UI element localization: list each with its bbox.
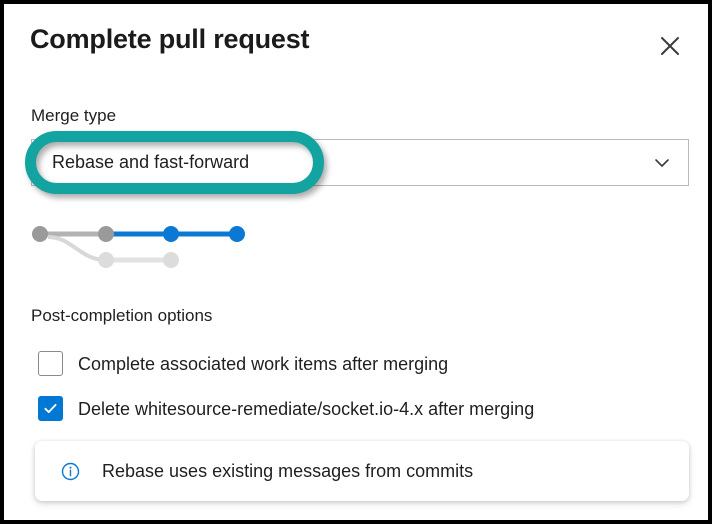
close-icon [659, 35, 681, 57]
checkbox-complete-work-items[interactable] [38, 351, 63, 376]
git-node-n6 [163, 252, 179, 268]
complete-pull-request-dialog: Complete pull request Merge type Rebase … [4, 4, 708, 520]
checkmark-icon [42, 400, 59, 417]
git-node-n3 [163, 226, 179, 242]
dialog-header: Complete pull request [30, 22, 686, 68]
merge-type-selected-value: Rebase and fast-forward [52, 152, 250, 172]
close-button[interactable] [654, 30, 686, 62]
checkbox-label-delete-branch: Delete whitesource-remediate/socket.io-4… [78, 398, 535, 419]
info-banner-text: Rebase uses existing messages from commi… [102, 461, 474, 481]
post-completion-label: Post-completion options [31, 306, 213, 325]
git-node-n5 [98, 252, 114, 268]
git-node-n1 [32, 226, 48, 242]
git-node-n2 [98, 226, 114, 242]
checkbox-delete-branch[interactable] [38, 396, 63, 421]
checkbox-row-delete-branch[interactable]: Delete whitesource-remediate/socket.io-4… [38, 396, 534, 421]
info-circle-icon [61, 462, 80, 481]
info-banner: Rebase uses existing messages from commi… [35, 441, 689, 501]
merge-type-label: Merge type [31, 106, 117, 125]
page-title: Complete pull request [30, 24, 310, 54]
git-node-n4 [229, 226, 245, 242]
merge-type-dropdown[interactable]: Rebase and fast-forward [31, 139, 689, 186]
checkbox-label-complete-work-items: Complete associated work items after mer… [78, 353, 449, 374]
chevron-down-icon [652, 140, 672, 185]
merge-strategy-graph [28, 218, 258, 274]
checkbox-row-complete-work-items[interactable]: Complete associated work items after mer… [38, 351, 448, 376]
